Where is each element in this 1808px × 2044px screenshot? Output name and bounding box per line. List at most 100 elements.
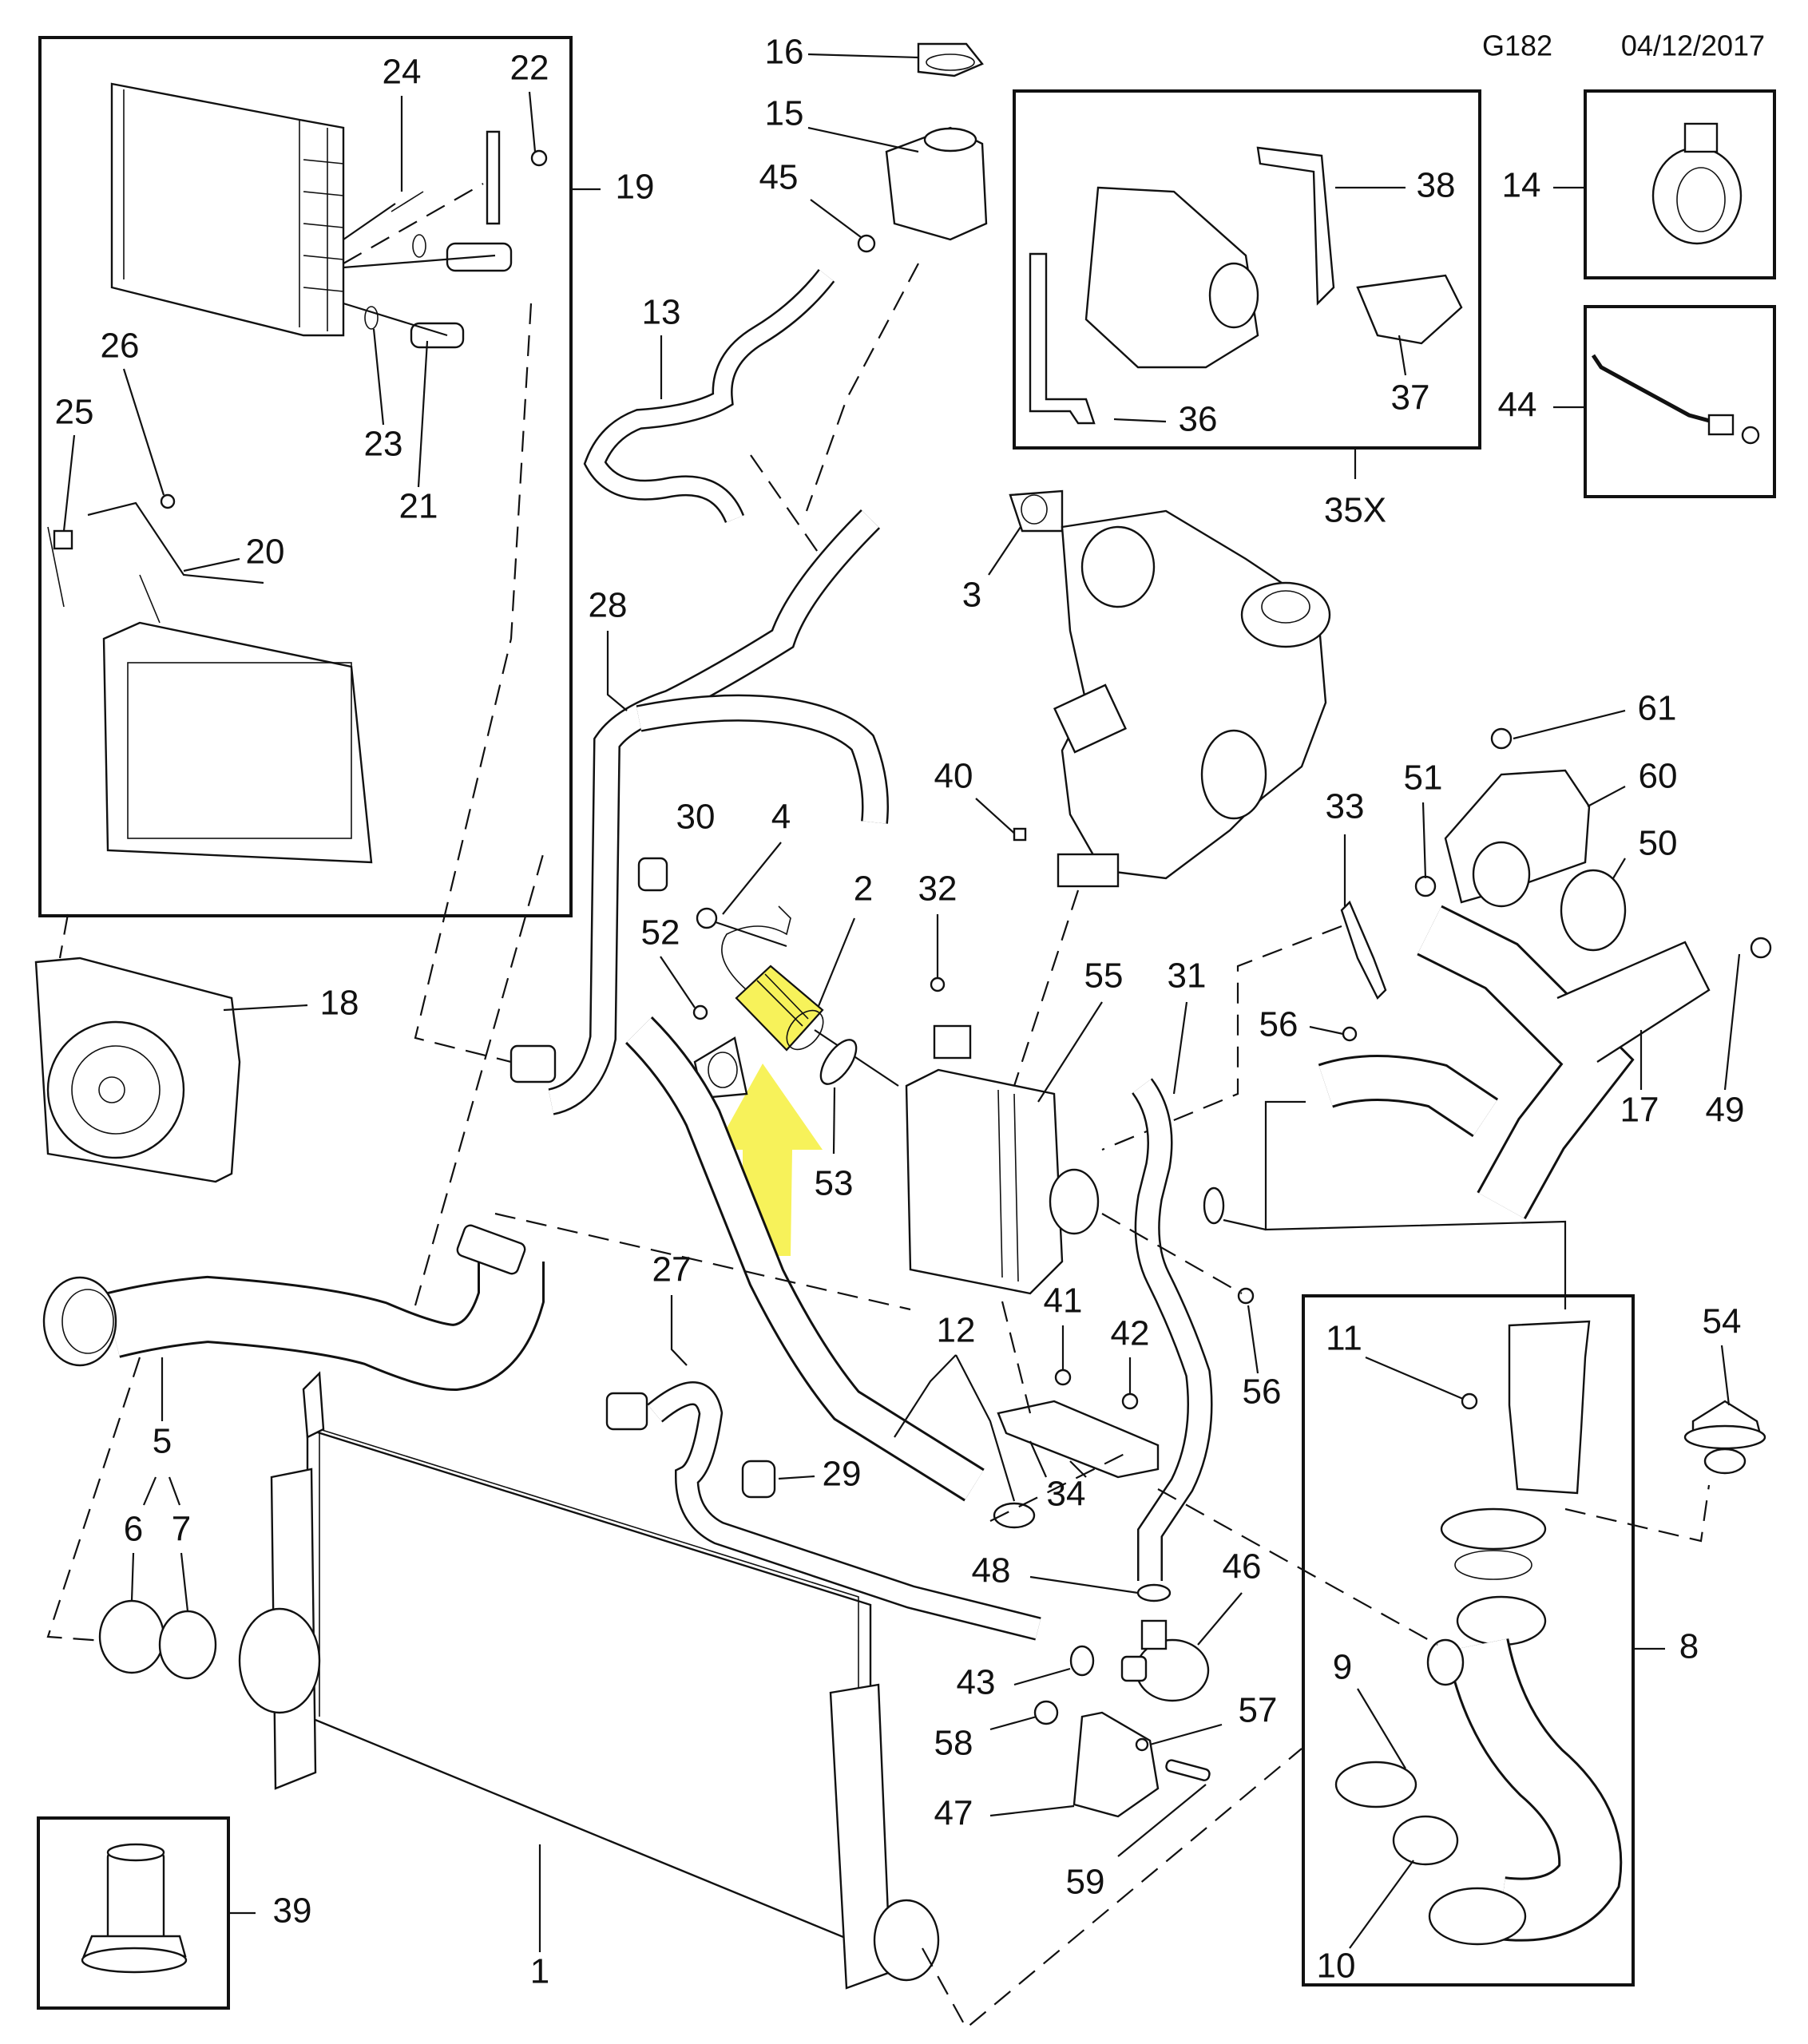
callout-13: 13 <box>642 293 681 332</box>
dash-fan-link <box>414 854 545 1306</box>
callout-16: 16 <box>765 33 804 72</box>
callout-32: 32 <box>918 869 958 909</box>
bracket-33 <box>1340 900 1387 1000</box>
clamp-53 <box>819 1039 858 1085</box>
leader-45 <box>810 199 865 240</box>
callout-11: 11 <box>1326 1319 1362 1358</box>
callout-53: 53 <box>815 1164 854 1203</box>
leader-25 <box>62 434 76 532</box>
hose-2-highlighted <box>696 905 824 1052</box>
dash-bracket-33 <box>1101 925 1342 1151</box>
leader-55 <box>1037 1001 1103 1103</box>
leader-22 <box>528 91 537 153</box>
callout-14: 14 <box>1502 166 1541 205</box>
clamp-48-upper <box>993 1502 1036 1529</box>
callout-7: 7 <box>172 1510 191 1549</box>
screw-26 <box>160 493 176 509</box>
callout-3: 3 <box>962 576 981 615</box>
leader-36 <box>1113 418 1167 423</box>
bolt-42 <box>1121 1392 1139 1410</box>
dash-box8-thermo <box>1564 1484 1711 1543</box>
leader-4 <box>722 842 782 915</box>
callout-47: 47 <box>934 1794 973 1833</box>
connector-hose-27 <box>605 1392 648 1431</box>
callout-4: 4 <box>771 798 791 837</box>
callout-57: 57 <box>1239 1691 1278 1730</box>
nut-39-drawing <box>81 1843 188 1974</box>
clip-45 <box>857 234 876 253</box>
callout-41: 41 <box>1044 1281 1083 1321</box>
callout-12: 12 <box>937 1311 976 1350</box>
radiator-1 <box>238 1371 940 1990</box>
bolt-51 <box>1414 875 1437 897</box>
diagram-date: 04/12/2017 <box>1621 30 1765 62</box>
leader-46 <box>1197 1592 1243 1646</box>
callout-54: 54 <box>1703 1302 1742 1341</box>
dash-hose13 <box>750 454 823 560</box>
bolt-59 <box>1165 1759 1211 1781</box>
clip-30 <box>637 857 668 892</box>
callout-10: 10 <box>1317 1947 1356 1986</box>
bolt-4 <box>696 907 718 929</box>
leader-21 <box>417 340 429 488</box>
callout-2: 2 <box>854 869 873 909</box>
callout-19: 19 <box>616 168 655 207</box>
callout-51: 51 <box>1404 759 1443 798</box>
callout-37: 37 <box>1391 378 1430 418</box>
callout-26: 26 <box>101 327 140 366</box>
connector-hose-28 <box>509 1044 557 1083</box>
clamp-6 <box>98 1599 165 1674</box>
callout-29: 29 <box>823 1455 862 1494</box>
leader-57 <box>1149 1723 1223 1746</box>
coolant-reservoir <box>885 42 988 241</box>
leader-6-7 <box>142 1476 181 1506</box>
callout-43: 43 <box>957 1663 996 1702</box>
bracket-34 <box>997 1400 1160 1479</box>
heater-core <box>110 82 345 337</box>
callout-15: 15 <box>765 94 804 133</box>
callout-21: 21 <box>399 487 438 526</box>
callout-18: 18 <box>320 984 359 1023</box>
leader-53 <box>832 1087 836 1155</box>
hose-5-coupler <box>456 1224 526 1275</box>
bolt-41 <box>1054 1369 1072 1386</box>
clip-29 <box>741 1460 776 1499</box>
dash-48-34 <box>989 1452 1127 1522</box>
turbocharger-assembly <box>1009 489 1331 888</box>
clip-25 <box>53 529 73 550</box>
callout-6: 6 <box>124 1510 143 1549</box>
hose-5-end <box>42 1276 117 1367</box>
callout-61: 61 <box>1638 689 1677 728</box>
leader-10 <box>1349 1860 1414 1949</box>
callout-49: 49 <box>1706 1091 1745 1130</box>
clamp-near-31 <box>1203 1186 1225 1225</box>
bracket-32 <box>933 1024 972 1060</box>
leader-56b <box>1247 1305 1259 1374</box>
highlight-arrow <box>715 1064 823 1256</box>
leader-58 <box>989 1715 1037 1731</box>
leader-59 <box>1117 1784 1207 1857</box>
callout-48: 48 <box>972 1551 1011 1590</box>
leader-28 <box>606 631 628 711</box>
callout-5: 5 <box>153 1422 172 1461</box>
bracket-47 <box>1073 1711 1160 1818</box>
leader-52 <box>660 956 696 1008</box>
cable-tie-box <box>1584 305 1776 498</box>
callout-58: 58 <box>934 1724 973 1763</box>
callout-55: 55 <box>1084 957 1124 996</box>
callout-56-lower: 56 <box>1243 1373 1282 1412</box>
screw-11 <box>1461 1392 1478 1410</box>
heater-pipe-fittings <box>364 130 548 349</box>
dash-heater-2 <box>414 303 533 1064</box>
leader-56a <box>1309 1025 1344 1036</box>
diagram-code: G182 <box>1482 30 1552 62</box>
callout-33: 33 <box>1326 787 1365 826</box>
callout-9: 9 <box>1333 1648 1352 1687</box>
callout-27: 27 <box>652 1250 692 1289</box>
leader-48 <box>1029 1575 1139 1594</box>
leader-43 <box>1013 1667 1071 1686</box>
throttle-body <box>1444 769 1591 908</box>
leader-49 <box>1723 953 1741 1091</box>
callout-35x: 35X <box>1324 491 1386 530</box>
